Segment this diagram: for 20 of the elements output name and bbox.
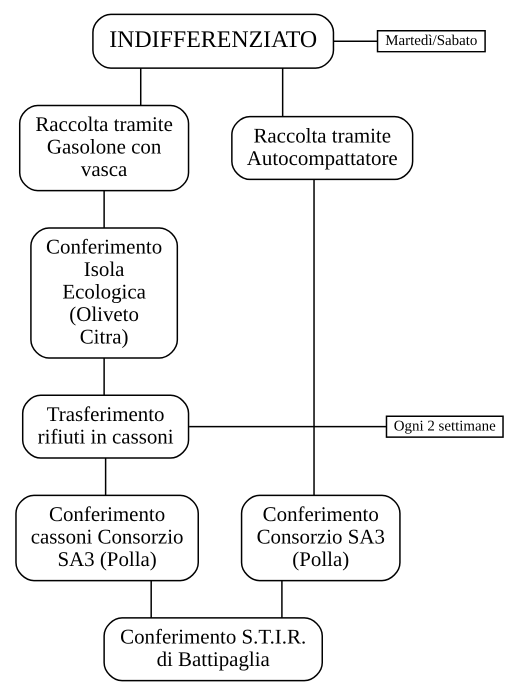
connector [282,68,284,117]
node-box: Raccolta tramite Autocompattatore [231,116,414,180]
connector [104,458,106,496]
connector [103,358,105,395]
connector [334,40,378,42]
node-box: Conferimento Consorzio SA3 (Polla) [240,494,401,582]
node-box: Ogni 2 settimane [386,415,504,438]
node-box: INDIFFERENZIATO [92,14,334,69]
node-box: Conferimento Isola Ecologica (Oliveto Citra) [30,227,178,359]
connector [140,68,142,106]
node-box: Raccolta tramite Gasolone con vasca [18,104,190,192]
node-box: Trasferimento rifiuti in cassoni [22,394,190,459]
connector [313,180,315,496]
connector [103,190,105,228]
node-box: Conferimento cassoni Consorzio SA3 (Polla) [15,494,199,582]
node-box: Martedì/Sabato [376,30,486,52]
connector [281,580,283,618]
node-box: Conferimento S.T.I.R. di Battipaglia [103,617,323,682]
connector [150,580,152,618]
connector [189,426,386,428]
